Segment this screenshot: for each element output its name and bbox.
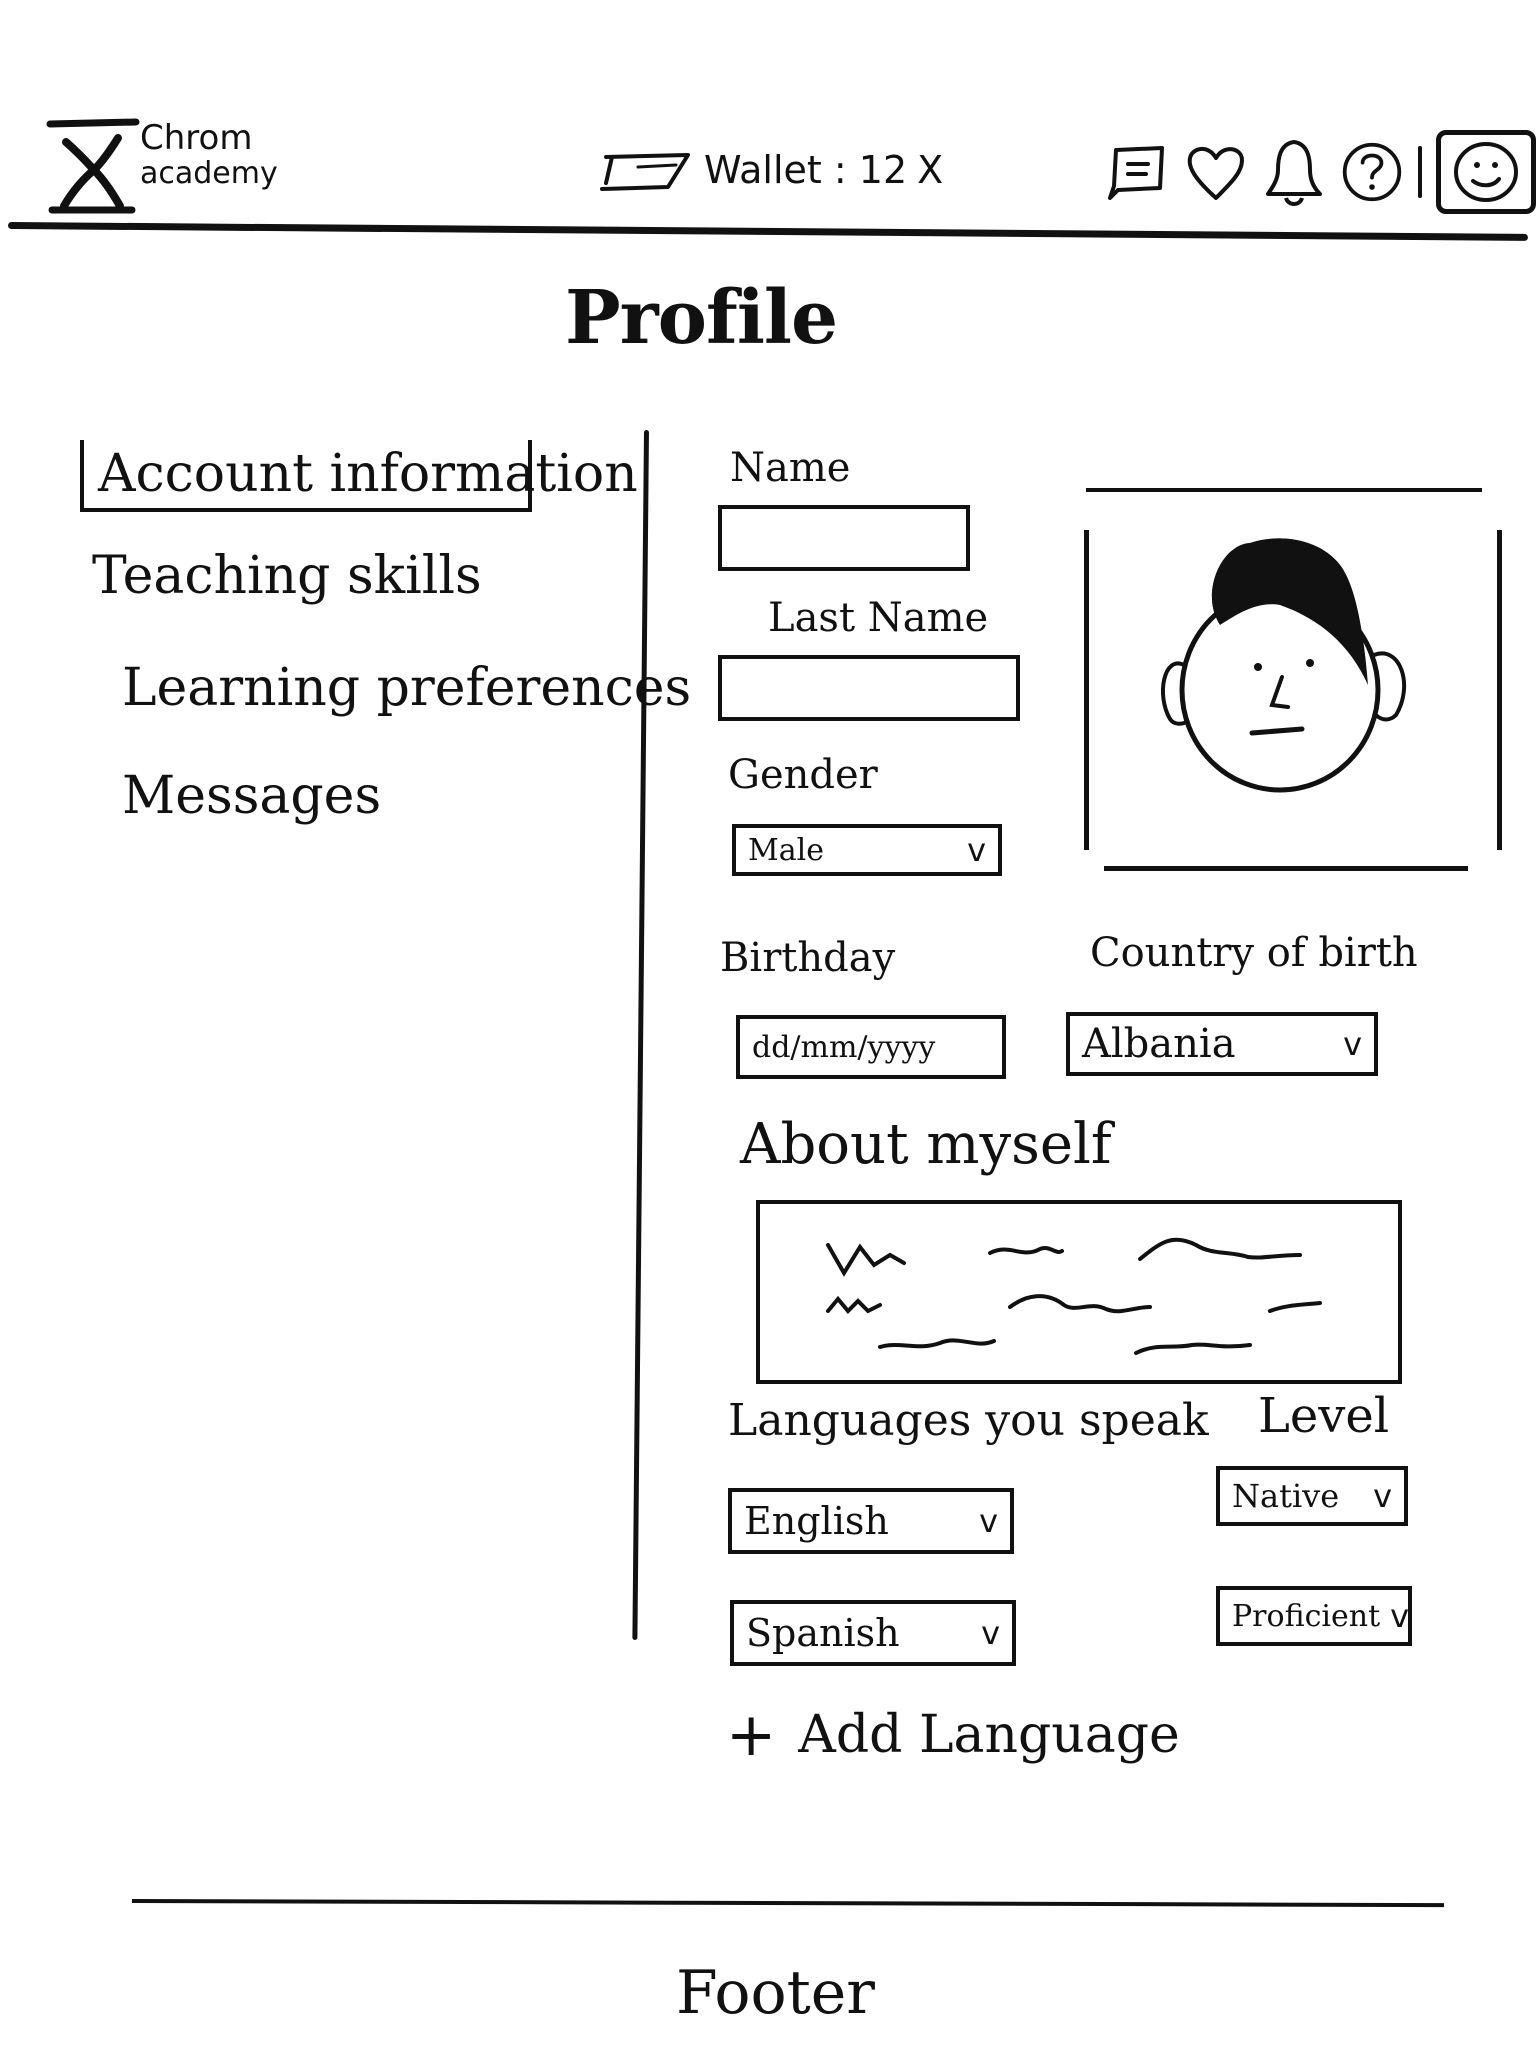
country-of-birth-select[interactable]: Albania v [1066, 1012, 1378, 1076]
language-select-1[interactable]: English v [728, 1488, 1014, 1554]
help-icon[interactable] [1340, 132, 1404, 212]
name-label: Name [730, 445, 851, 491]
level-select-1[interactable]: Native v [1216, 1466, 1408, 1526]
page-title: Profile [565, 275, 838, 361]
header-icon-group [1106, 130, 1536, 214]
language-2-value: Spanish [746, 1611, 900, 1655]
sidebar-item-teaching-skills[interactable]: Teaching skills [92, 546, 482, 606]
brand-name[interactable]: Chrom academy [140, 120, 278, 192]
level-1-value: Native [1232, 1477, 1340, 1515]
wallet-balance[interactable]: Wallet : 12 X [598, 145, 943, 195]
wallet-currency: X [917, 148, 944, 192]
placeholder-text-scribble [800, 1225, 1360, 1379]
photo-frame-top [1086, 488, 1482, 492]
chevron-down-icon: v [1390, 1597, 1410, 1635]
add-language-label: Add Language [798, 1705, 1180, 1765]
languages-label: Languages you speak [728, 1395, 1209, 1446]
avatar-icon[interactable] [1436, 130, 1536, 214]
chat-icon[interactable] [1106, 132, 1170, 212]
last-name-label: Last Name [768, 595, 989, 641]
country-select-value: Albania [1082, 1021, 1236, 1067]
add-language-button[interactable]: + Add Language [726, 1700, 1180, 1770]
gender-select-value: Male [748, 832, 824, 868]
plus-icon: + [726, 1700, 777, 1770]
chevron-down-icon: v [1343, 1025, 1362, 1063]
sidebar-item-account-information[interactable]: Account information [80, 440, 638, 512]
gender-label: Gender [728, 752, 878, 798]
wallet-label: Wallet : 12 [704, 148, 908, 192]
photo-frame-bottom [1104, 866, 1468, 871]
about-myself-textarea[interactable] [756, 1200, 1402, 1384]
profile-sidebar: Account information Teaching skills Lear… [80, 440, 692, 826]
about-myself-label: About myself [740, 1112, 1112, 1177]
chevron-down-icon: v [979, 1502, 998, 1540]
footer-divider [131, 1899, 1444, 1908]
birthday-label: Birthday [720, 935, 896, 981]
language-1-value: English [744, 1499, 889, 1543]
country-of-birth-label: Country of birth [1090, 930, 1418, 976]
chevron-down-icon: v [967, 831, 986, 869]
chevron-down-icon: v [1373, 1477, 1392, 1515]
footer: Footer [676, 1958, 875, 2028]
top-header: Chrom academy Wallet : 12 X [0, 0, 1536, 250]
level-select-2[interactable]: Proficient v [1216, 1586, 1412, 1646]
wallet-icon [598, 147, 694, 193]
heart-icon[interactable] [1184, 132, 1248, 212]
profile-avatar-drawing [1160, 535, 1440, 819]
brand-line-2: academy [140, 156, 278, 191]
profile-photo[interactable] [1084, 530, 1502, 850]
brand-line-1: Chrom [140, 118, 253, 158]
hourglass-logo-icon[interactable] [44, 118, 144, 218]
last-name-input[interactable] [718, 655, 1020, 721]
bell-icon[interactable] [1262, 132, 1326, 212]
birthday-input[interactable]: dd/mm/yyyy [736, 1015, 1006, 1079]
sidebar-item-messages[interactable]: Messages [122, 766, 382, 826]
header-divider-line [7, 222, 1528, 241]
sidebar-item-learning-preferences[interactable]: Learning preferences [122, 658, 692, 718]
gender-select[interactable]: Male v [732, 824, 1002, 876]
level-label: Level [1258, 1388, 1390, 1444]
name-input[interactable] [718, 505, 970, 571]
header-divider [1418, 146, 1422, 198]
chevron-down-icon: v [981, 1614, 1000, 1652]
language-select-2[interactable]: Spanish v [730, 1600, 1016, 1666]
level-2-value: Proficient [1232, 1598, 1381, 1634]
